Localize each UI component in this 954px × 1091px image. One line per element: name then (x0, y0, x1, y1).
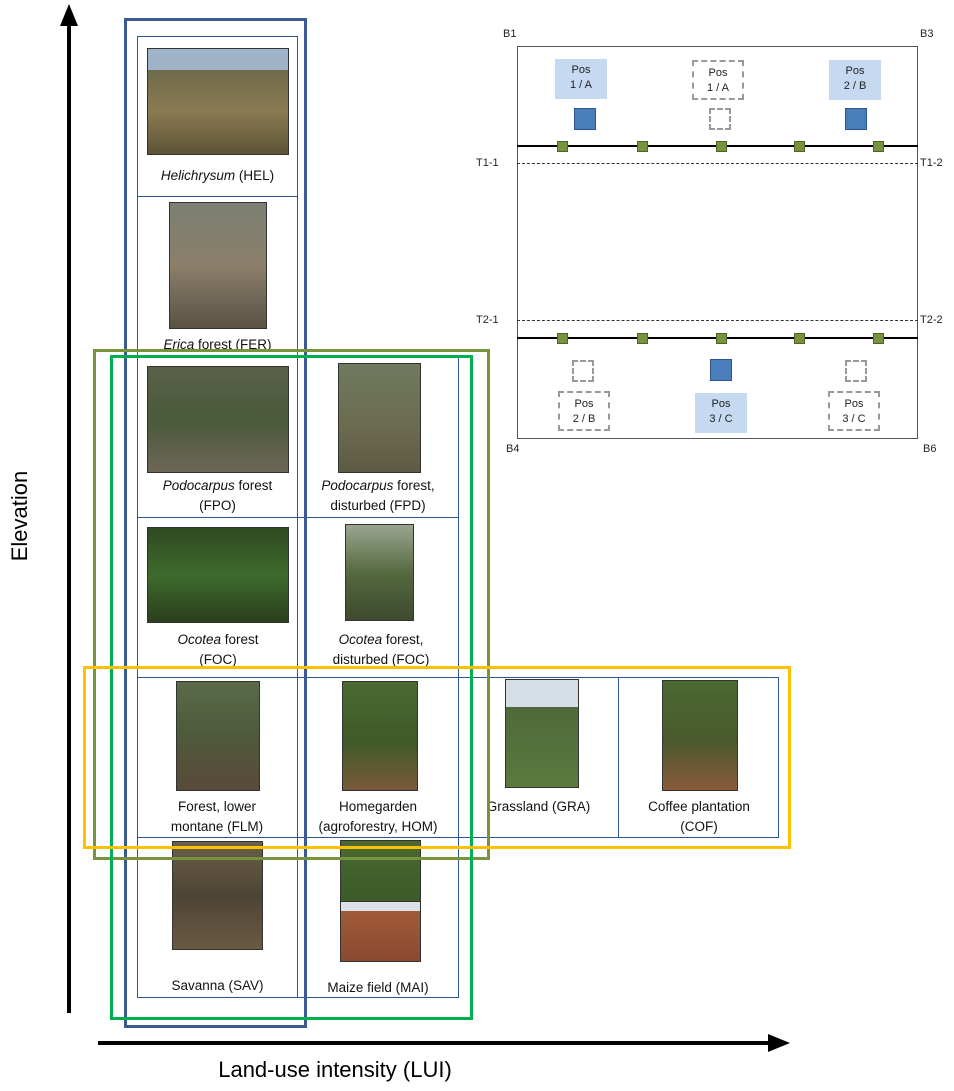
frame-blue (124, 18, 307, 1028)
photo-hom (342, 681, 418, 791)
frame-olive (93, 349, 490, 860)
photo-fpd (338, 363, 421, 473)
position-marker (574, 108, 596, 130)
corner-b4: B4 (506, 443, 520, 455)
photo-hel (147, 48, 289, 155)
photo-cof (662, 680, 738, 791)
caption-fpo: Podocarpus forest (FPO) (162, 478, 273, 513)
corner-b6: B6 (923, 443, 937, 455)
position-marker-empty (709, 108, 731, 130)
caption-gra: Grassland (GRA) (486, 799, 591, 814)
transect-t1-2: T1-2 (920, 157, 943, 169)
cell-cof (618, 677, 779, 838)
photo-flm (176, 681, 260, 791)
caption-focd: Ocotea forest, disturbed (FOC) (332, 632, 430, 667)
transect-dotted-1 (517, 163, 918, 164)
sample-marker (873, 333, 884, 344)
position-marker-empty (572, 360, 594, 382)
photo-gra (505, 679, 579, 788)
caption-foc: Ocotea forest (FOC) (177, 632, 259, 667)
sample-marker (557, 333, 568, 344)
plot-boundary (517, 46, 918, 439)
y-axis-label: Elevation (7, 470, 32, 562)
caption-fer: Erica forest (FER) (163, 337, 272, 352)
caption-mai: Maize field (MAI) (327, 980, 429, 995)
photo-mai-bottom (340, 901, 421, 962)
transect-dotted-2 (517, 320, 918, 321)
position-marker-empty (845, 360, 867, 382)
photo-focd (345, 524, 414, 621)
transect-t2-1: T2-1 (476, 314, 499, 326)
caption-flm: Forest, lower montane (FLM) (170, 799, 264, 834)
photo-mai-top (340, 840, 421, 902)
transect-t1-1: T1-1 (476, 157, 499, 169)
frame-yellow (83, 666, 791, 849)
corner-b3: B3 (920, 28, 934, 40)
photo-fer (169, 202, 267, 329)
position-marker (710, 359, 732, 381)
sample-marker (557, 141, 568, 152)
sample-marker (794, 141, 805, 152)
photo-foc (147, 527, 289, 623)
caption-hel: Helichrysum (HEL) (160, 168, 275, 183)
caption-fpd: Podocarpus forest, disturbed (FPD) (321, 478, 435, 513)
caption-cof: Coffee plantation (COF) (648, 799, 750, 834)
photo-fpo (147, 366, 289, 473)
cell-mai (297, 837, 459, 998)
sample-marker (873, 141, 884, 152)
sample-marker (794, 333, 805, 344)
sample-marker (716, 141, 727, 152)
caption-hom: Homegarden (agroforestry, HOM) (318, 799, 438, 834)
transect-t2-2: T2-2 (920, 314, 943, 326)
x-axis-label: Land-use intensity (LUI) (218, 1057, 452, 1082)
corner-b1: B1 (503, 28, 517, 40)
position-marker (845, 108, 867, 130)
frame-green (110, 355, 473, 1020)
caption-sav: Savanna (SAV) (171, 978, 264, 993)
sample-marker (716, 333, 727, 344)
sample-marker (637, 141, 648, 152)
sample-marker (637, 333, 648, 344)
